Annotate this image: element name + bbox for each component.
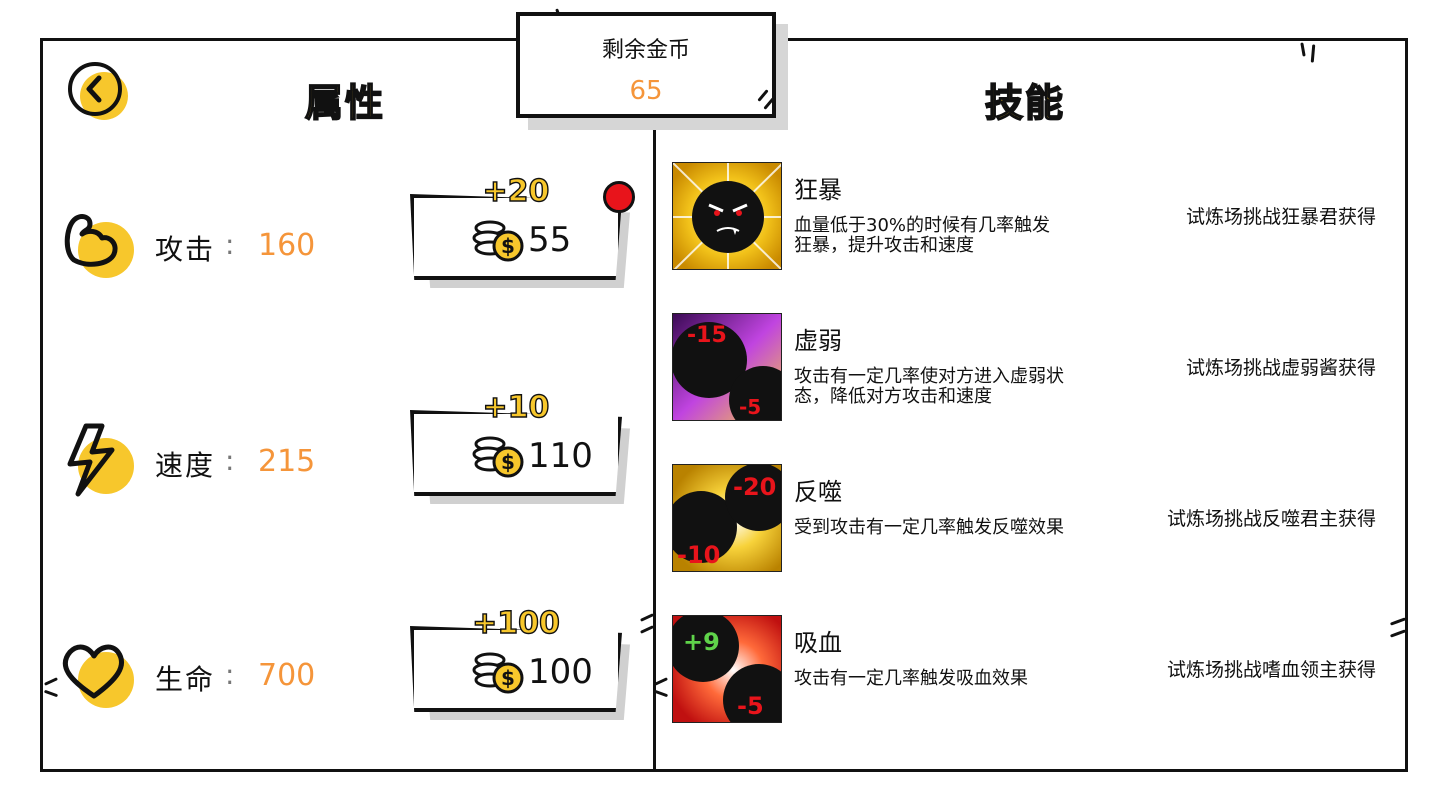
upgrade-price: 55: [528, 220, 572, 260]
stat-value: 700: [258, 658, 316, 693]
remaining-coins-label: 剩余金币: [601, 38, 690, 63]
skill-source: 试炼场挑战虚弱酱获得: [1185, 357, 1376, 379]
skill-weaken-image: -15 -5: [672, 313, 782, 421]
skills-title: 技能: [984, 80, 1066, 126]
skill-description: 血量低于30%的时候有几率触发狂暴，提升攻击和速度: [794, 215, 1051, 256]
skill-row-rage: 狂暴 血量低于30%的时候有几率触发狂暴，提升攻击和速度 试炼场挑战狂暴君获得: [672, 162, 1392, 274]
skill-description: 攻击有一定几率触发吸血效果: [794, 668, 1028, 689]
heart-icon: [60, 636, 140, 716]
back-button[interactable]: [68, 62, 128, 122]
stat-row-health: 生命 : 700: [60, 636, 640, 756]
stat-label: 速度: [155, 449, 216, 482]
remaining-coins-value: 65: [629, 76, 663, 106]
heal-number: +9: [683, 628, 720, 656]
remaining-coins-box: 剩余金币 65: [516, 12, 776, 118]
skill-rage-image: [672, 162, 782, 270]
lightning-bolt-icon: [60, 422, 140, 502]
coin-stack-icon: $: [472, 436, 524, 478]
coin-stack-icon: $: [472, 652, 524, 694]
damage-number: -5: [739, 395, 761, 419]
stat-label: 生命: [155, 663, 216, 696]
stat-value: 215: [258, 444, 316, 479]
upgrade-price: 100: [528, 652, 593, 692]
attributes-title: 属性: [304, 80, 386, 126]
muscle-arm-icon: [60, 206, 140, 286]
stat-row-speed: 速度 : 215: [60, 422, 640, 542]
skill-description: 受到攻击有一定几率触发反噬效果: [794, 517, 1064, 538]
skill-name: 虚弱: [794, 327, 842, 355]
damage-number: -5: [737, 692, 764, 720]
skill-name: 吸血: [794, 629, 842, 657]
stat-value: 160: [258, 228, 316, 263]
notification-dot: [603, 181, 635, 213]
upgrade-amount: +10: [482, 389, 550, 425]
skill-lifesteal-image: +9 -5: [672, 615, 782, 723]
upgrade-amount: +20: [482, 173, 550, 209]
skill-source: 试炼场挑战嗜血领主获得: [1166, 659, 1376, 681]
stat-colon: :: [225, 228, 235, 261]
skill-source: 试炼场挑战狂暴君获得: [1185, 206, 1376, 228]
upgrade-speed-button[interactable]: +10 $ 110: [410, 389, 630, 504]
back-button-ring: [68, 62, 122, 116]
upgrade-price: 110: [528, 436, 593, 476]
skill-row-lifesteal: +9 -5 吸血 攻击有一定几率触发吸血效果 试炼场挑战嗜血领主获得: [672, 615, 1392, 727]
stat-row-attack: 攻击 : 160: [60, 206, 640, 326]
upgrade-health-button[interactable]: +100 $ 100: [410, 605, 630, 720]
stat-label: 攻击: [155, 233, 216, 266]
skill-name: 狂暴: [794, 176, 842, 204]
upgrade-amount: +100: [471, 605, 560, 641]
svg-text:$: $: [501, 450, 515, 474]
stat-colon: :: [225, 658, 235, 691]
damage-number: -10: [677, 541, 720, 569]
damage-number: -15: [687, 323, 727, 348]
skill-source: 试炼场挑战反噬君主获得: [1166, 508, 1376, 530]
skill-backlash-image: -20 -10: [672, 464, 782, 572]
chevron-left-icon: [86, 75, 102, 103]
stat-colon: :: [225, 444, 235, 477]
skill-row-backlash: -20 -10 反噬 受到攻击有一定几率触发反噬效果 试炼场挑战反噬君主获得: [672, 464, 1392, 576]
svg-text:$: $: [501, 234, 515, 258]
upgrade-attack-button[interactable]: +20 $ 55: [410, 173, 630, 288]
damage-number: -20: [733, 473, 776, 501]
skill-description: 攻击有一定几率使对方进入虚弱状态，降低对方攻击和速度: [794, 366, 1064, 407]
coin-stack-icon: $: [472, 220, 524, 262]
skill-row-weaken: -15 -5 虚弱 攻击有一定几率使对方进入虚弱状态，降低对方攻击和速度 试炼场…: [672, 313, 1392, 425]
skill-name: 反噬: [794, 478, 842, 506]
svg-text:$: $: [501, 666, 515, 690]
